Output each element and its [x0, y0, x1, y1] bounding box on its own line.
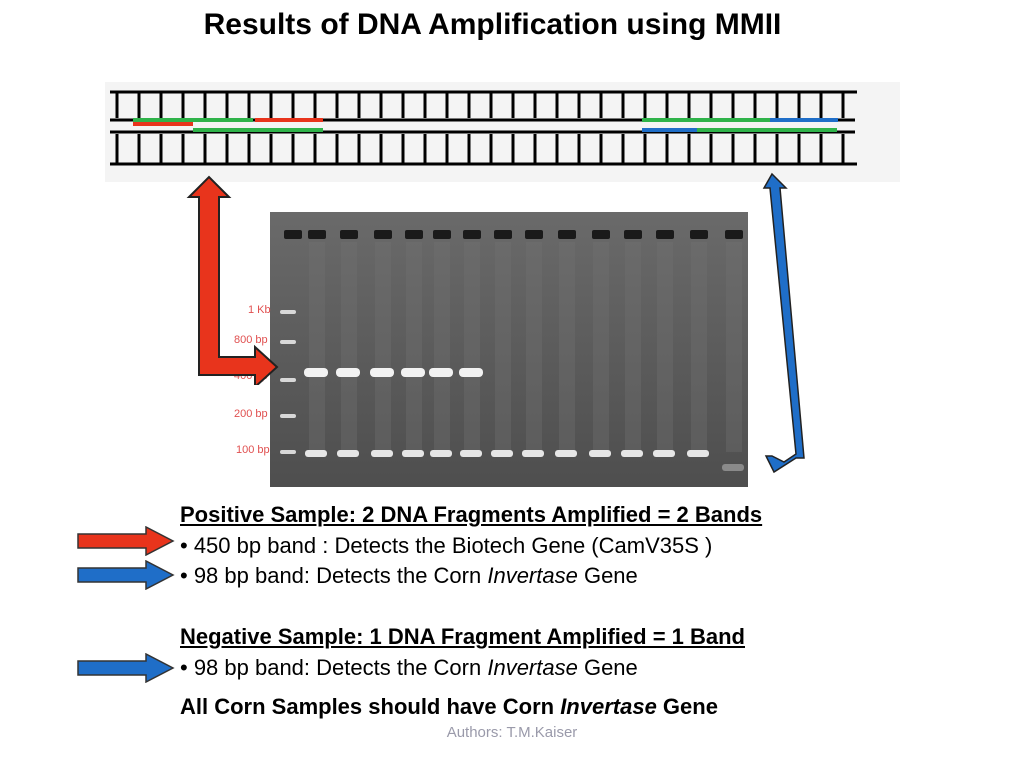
ladder-band [280, 378, 296, 382]
lane-smear [526, 242, 542, 452]
band-98bp [491, 450, 513, 457]
marker-label-200bp: 200 bp [234, 408, 268, 420]
band-450bp [304, 368, 328, 377]
band-450bp [459, 368, 483, 377]
gel-well [592, 230, 610, 239]
lane-smear [495, 242, 511, 452]
primer-red-right [255, 118, 323, 122]
marker-label-800bp: 800 bp [234, 334, 268, 346]
band-98bp [687, 450, 709, 457]
lane-smear [559, 242, 575, 452]
gel-image [270, 212, 748, 487]
gel-well [433, 230, 451, 239]
lane-smear [341, 242, 357, 452]
lane-smear [464, 242, 480, 452]
lane-smear [726, 242, 742, 452]
primer-green-left2 [193, 128, 323, 132]
primer-blue-left [642, 128, 697, 132]
band-98bp [402, 450, 424, 457]
band-98bp [555, 450, 577, 457]
band-98bp [653, 450, 675, 457]
band-98bp [589, 450, 611, 457]
ladder-band [280, 340, 296, 344]
band-98bp [305, 450, 327, 457]
footer-authors: Authors: T.M.Kaiser [446, 724, 578, 741]
lane-smear [434, 242, 450, 452]
band-98bp [371, 450, 393, 457]
legend-red-arrow [77, 526, 175, 556]
dna-strand-diagram [105, 82, 900, 182]
dna-bottom-strand [110, 134, 857, 166]
gel-well [725, 230, 743, 239]
gel-well [656, 230, 674, 239]
lane-smear [375, 242, 391, 452]
red-arrow-450bp [186, 175, 279, 385]
dna-top-strand [110, 90, 857, 118]
legend-blue-arrow-positive [77, 560, 175, 590]
legend-blue-arrow-negative [77, 653, 175, 683]
lane-smear [309, 242, 325, 452]
gel-well [494, 230, 512, 239]
lane-smear [593, 242, 609, 452]
gel-well [374, 230, 392, 239]
band-98bp [522, 450, 544, 457]
gel-well [284, 230, 302, 239]
band-98bp [621, 450, 643, 457]
band-98bp [722, 464, 744, 471]
band-98bp [430, 450, 452, 457]
negative-heading: Negative Sample: 1 DNA Fragment Amplifie… [180, 624, 745, 649]
gel-well [624, 230, 642, 239]
primer-blue-right [770, 118, 838, 122]
positive-bullet-450bp: • 450 bp band : Detects the Biotech Gene… [180, 533, 713, 558]
marker-label-1kb: 1 Kb [248, 304, 271, 316]
band-450bp [336, 368, 360, 377]
primer-red-left [133, 122, 193, 126]
band-450bp [370, 368, 394, 377]
gel-well [308, 230, 326, 239]
conclusion-text: All Corn Samples should have Corn Invert… [180, 694, 718, 719]
primer-green-right2 [697, 128, 837, 132]
ladder-band [280, 310, 296, 314]
blue-arrow-98bp [762, 172, 805, 474]
band-450bp [401, 368, 425, 377]
gel-well [463, 230, 481, 239]
gel-well [405, 230, 423, 239]
lane-smear [691, 242, 707, 452]
negative-bullet-98bp: • 98 bp band: Detects the Corn Invertase… [180, 655, 638, 680]
gel-well [340, 230, 358, 239]
band-98bp [337, 450, 359, 457]
slide-title: Results of DNA Amplification using MMII [203, 8, 782, 41]
gel-well [525, 230, 543, 239]
marker-label-100bp: 100 bp [236, 444, 270, 456]
gel-well [690, 230, 708, 239]
band-98bp [460, 450, 482, 457]
primer-green-right [642, 118, 772, 122]
lane-smear [625, 242, 641, 452]
lane-smear [657, 242, 673, 452]
ladder-band [280, 414, 296, 418]
positive-heading: Positive Sample: 2 DNA Fragments Amplifi… [180, 502, 763, 527]
gel-well [558, 230, 576, 239]
ladder-band [280, 450, 296, 454]
lane-smear [406, 242, 422, 452]
band-450bp [429, 368, 453, 377]
primer-green-left [133, 118, 253, 122]
positive-bullet-98bp: • 98 bp band: Detects the Corn Invertase… [180, 563, 638, 588]
